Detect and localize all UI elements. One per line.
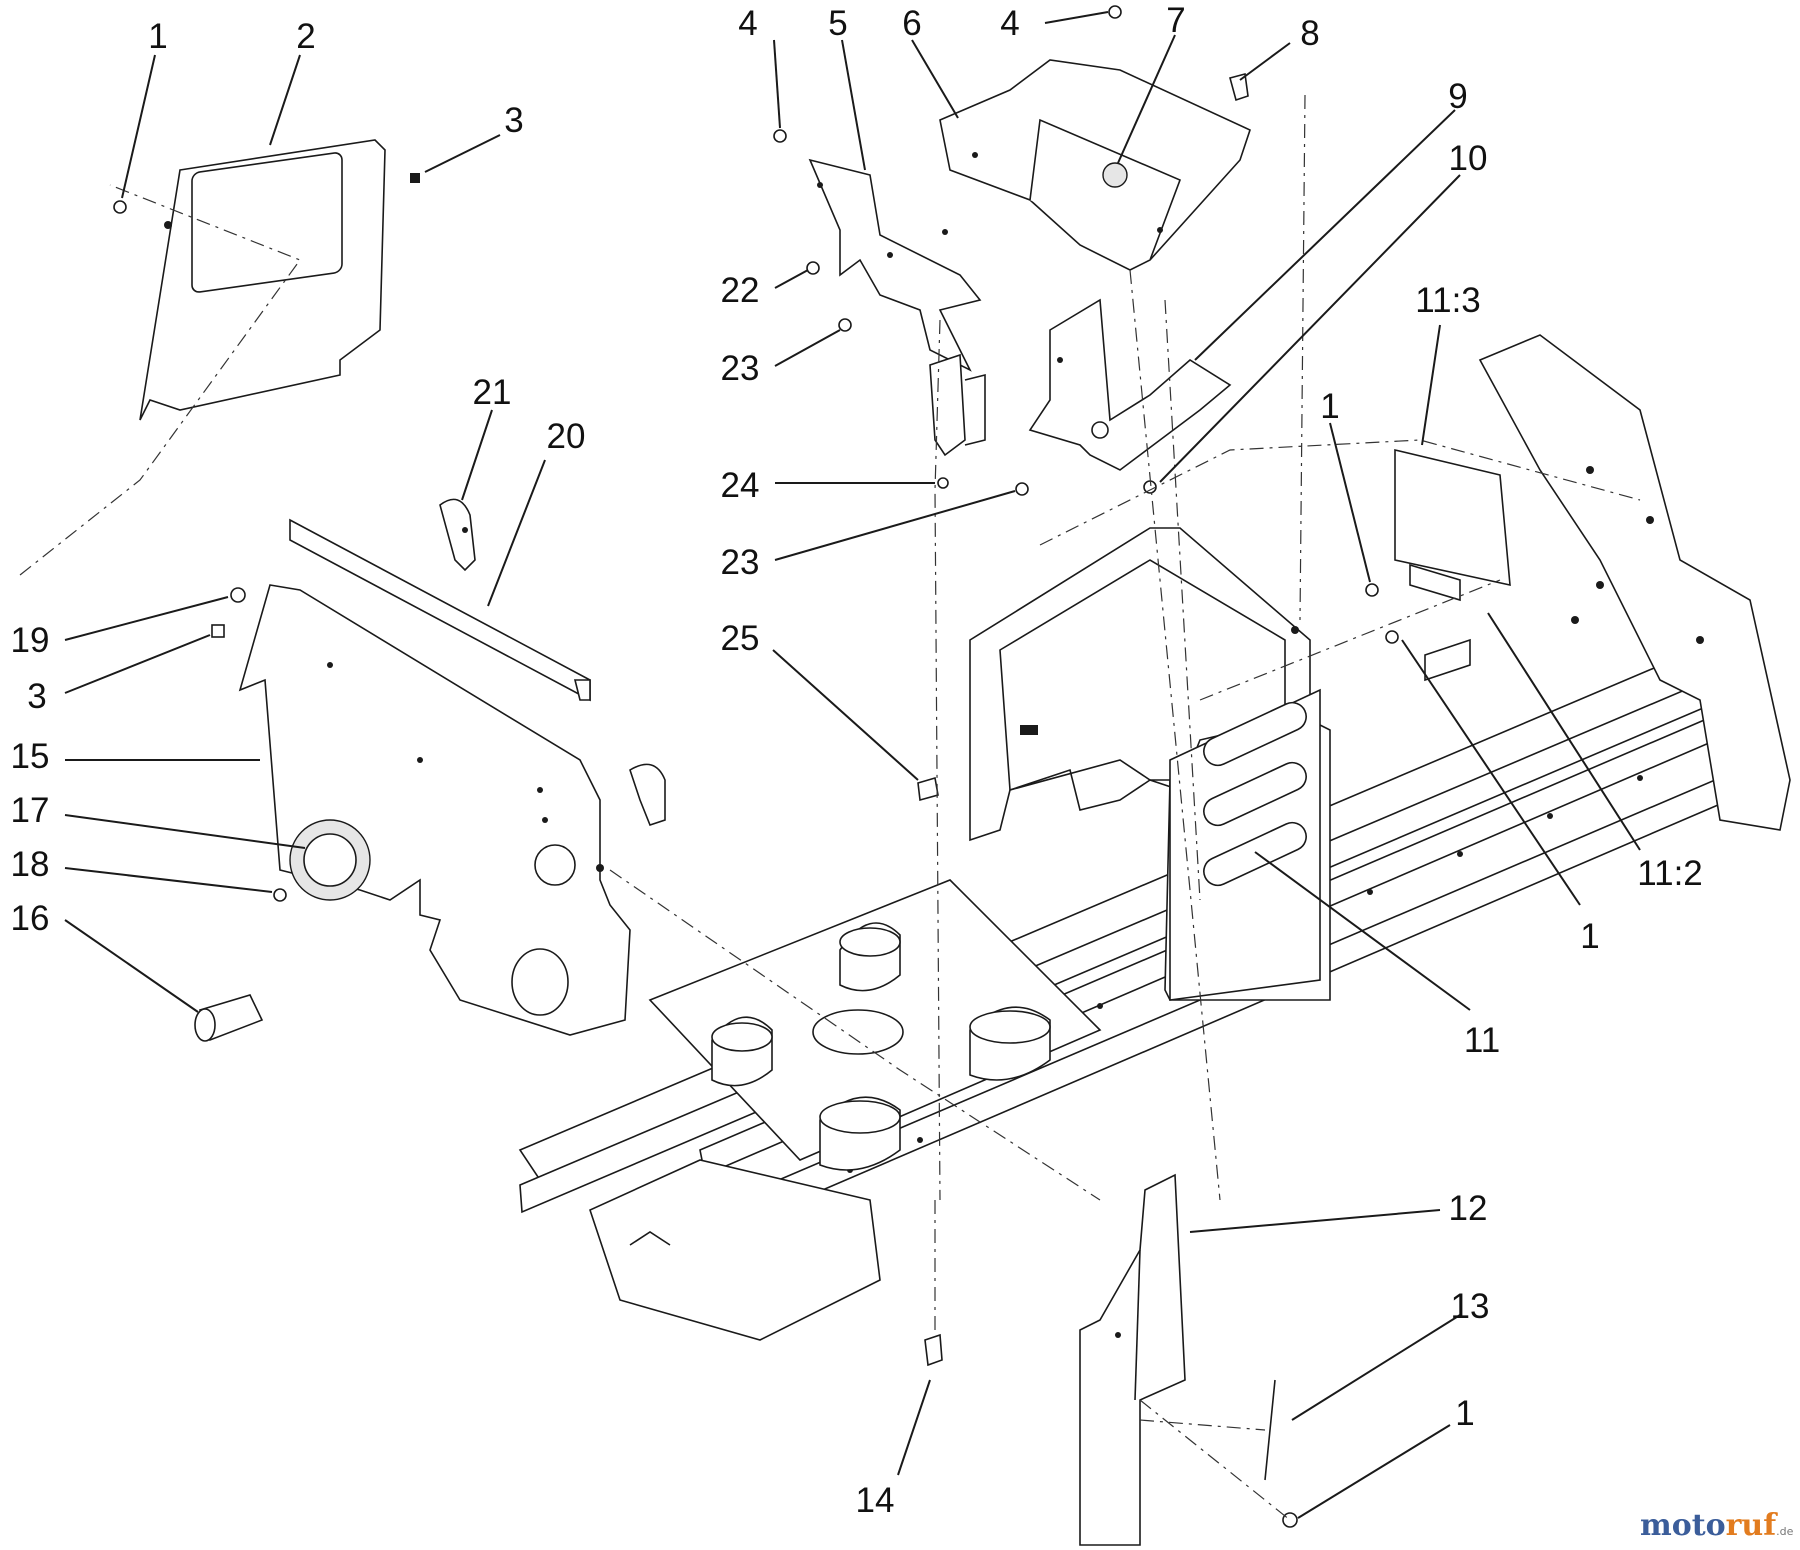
part-8-clip xyxy=(1229,72,1249,102)
part-20-trim-strip xyxy=(289,518,591,702)
part-4-bolt-a xyxy=(773,129,787,143)
part-19-bolt xyxy=(230,587,246,603)
part-22-washer xyxy=(806,261,820,275)
callout-19: 19 xyxy=(11,621,50,660)
part-13-strip xyxy=(1264,1379,1276,1481)
callout-5: 5 xyxy=(828,4,847,43)
callout-1: 1 xyxy=(148,17,167,56)
callout-11: 11 xyxy=(1464,1021,1500,1060)
part-15-side-panel xyxy=(238,584,631,1036)
engine-mount-pads xyxy=(711,922,1051,1171)
part-23-nut-b xyxy=(1015,482,1029,496)
callout-25: 25 xyxy=(721,619,760,658)
callout-18: 18 xyxy=(11,845,50,884)
part-11-console xyxy=(969,527,1331,1001)
part-1-bolt-d xyxy=(1282,1512,1298,1528)
callout-14: 14 xyxy=(856,1481,895,1520)
callout-9: 9 xyxy=(1448,77,1467,116)
part-1-bolt-c xyxy=(1385,630,1399,644)
part-2-panel xyxy=(139,139,420,421)
callout-4: 4 xyxy=(1000,4,1019,43)
part-21-latch xyxy=(439,498,666,826)
callout-11-2: 11:2 xyxy=(1637,854,1703,893)
part-23-nut-a xyxy=(838,318,852,332)
part-18-screw xyxy=(273,888,287,902)
part-1-bolt-b xyxy=(1365,583,1379,597)
part-16-knob xyxy=(194,994,264,1042)
watermark-logo-text: motoruf.de xyxy=(1640,1508,1794,1543)
callout-13: 13 xyxy=(1451,1287,1490,1326)
callout-4: 4 xyxy=(738,4,757,43)
callout-labels: 1 2 3 4 5 6 4 7 8 9 10 22 23 24 23 25 11… xyxy=(11,1,1703,1520)
callout-8: 8 xyxy=(1300,14,1319,53)
callout-1: 1 xyxy=(1455,1394,1474,1433)
part-11-2-decal xyxy=(1409,563,1461,602)
callout-15: 15 xyxy=(11,737,50,776)
watermark: motoruf.de xyxy=(1640,1508,1794,1543)
callout-23: 23 xyxy=(721,543,760,582)
callout-21: 21 xyxy=(473,373,512,412)
part-5-bracket xyxy=(808,158,982,372)
callout-7: 7 xyxy=(1166,1,1185,40)
part-6-tray xyxy=(939,59,1251,271)
part-3-clip xyxy=(211,624,225,638)
callout-22: 22 xyxy=(721,271,760,310)
part-24-screw xyxy=(937,477,949,489)
part-12-side-panel xyxy=(1079,1173,1186,1546)
callout-17: 17 xyxy=(11,791,50,830)
part-4-bolt-b xyxy=(1108,5,1122,19)
leader-lines xyxy=(64,11,1641,1519)
part-14-clip xyxy=(924,1333,943,1367)
callout-1: 1 xyxy=(1320,387,1339,426)
part-11-3-decal xyxy=(1394,448,1511,587)
callout-10: 10 xyxy=(1449,139,1488,178)
callout-3: 3 xyxy=(504,101,523,140)
part-25-bolt xyxy=(917,776,939,802)
callout-1: 1 xyxy=(1580,917,1599,956)
callout-11-3: 11:3 xyxy=(1415,281,1481,320)
callout-2: 2 xyxy=(296,17,315,56)
callout-6: 6 xyxy=(902,4,921,43)
callout-16: 16 xyxy=(11,899,50,938)
callout-20: 20 xyxy=(547,417,586,456)
part-9-bracket xyxy=(1028,298,1232,471)
callout-24: 24 xyxy=(721,466,760,505)
part-17-fan-grille xyxy=(289,819,371,901)
callout-23: 23 xyxy=(721,349,760,388)
part-1-bolt-a xyxy=(113,200,127,214)
callout-12: 12 xyxy=(1449,1189,1488,1228)
callout-3: 3 xyxy=(27,677,46,716)
